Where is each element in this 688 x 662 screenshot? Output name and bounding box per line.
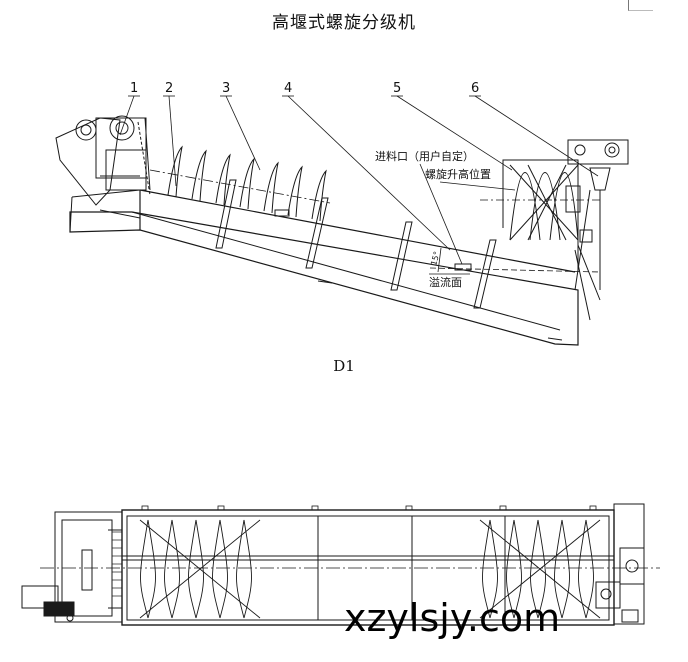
annotation-leaders <box>419 163 516 275</box>
lifting-mechanism <box>567 139 629 291</box>
plan-bolt-marks <box>141 505 597 511</box>
sheet-corner-mark <box>628 0 653 11</box>
callout-2: 2 <box>165 81 173 96</box>
spiral-blades-lower <box>149 145 331 222</box>
plan-lifting-mechanism <box>595 503 645 625</box>
callout-labels: 1 2 3 4 5 6 <box>130 81 479 96</box>
overflow-label: 溢流面 <box>429 275 462 289</box>
callout-3: 3 <box>222 81 230 96</box>
side-elevation-view: 1 2 3 4 5 6 进料口（用户自定） 螺旋升高位置 溢流面 15° <box>55 81 629 346</box>
inlet-label: 进料口（用户自定） <box>375 149 474 163</box>
view-caption: D1 <box>333 357 355 375</box>
lift-position-label: 螺旋升高位置 <box>425 167 491 181</box>
plan-drive-lower <box>21 511 123 623</box>
drive-unit-lower <box>55 115 151 206</box>
angle-label: 15° <box>429 250 441 266</box>
callout-4: 4 <box>284 81 292 96</box>
spiral-blades-upper <box>509 164 593 243</box>
annotations: 进料口（用户自定） 螺旋升高位置 溢流面 15° <box>375 149 491 289</box>
support-bands <box>215 179 563 341</box>
plan-spirals-lower <box>139 519 261 619</box>
plan-view <box>21 503 660 626</box>
callout-leaders <box>119 95 599 251</box>
plan-spirals-upper <box>479 519 601 619</box>
callout-6: 6 <box>471 81 479 96</box>
drawing-title: 高堰式螺旋分级机 <box>272 13 416 33</box>
callout-5: 5 <box>393 81 401 96</box>
site-watermark: xzylsjy.com <box>344 596 561 640</box>
callout-1: 1 <box>130 81 138 96</box>
